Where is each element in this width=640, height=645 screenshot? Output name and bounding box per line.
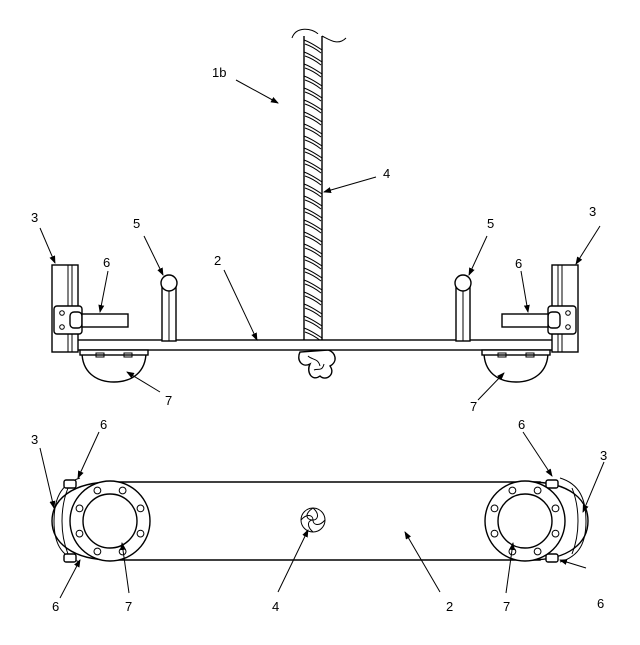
right-wheel-plan — [485, 481, 565, 561]
rope-knot-side — [299, 350, 335, 378]
label-frame-left-bottom: 3 — [31, 432, 38, 447]
label-wheel-left-top: 7 — [165, 393, 172, 408]
right-wheel-side — [482, 350, 550, 382]
label-wheel-right-bottom: 7 — [503, 599, 510, 614]
label-bar-top: 2 — [214, 253, 221, 268]
left-wheel-side — [80, 350, 148, 382]
label-bracket-left-bottom-top: 6 — [100, 417, 107, 432]
label-bracket-right-top: 6 — [515, 256, 522, 271]
label-bracket-right-bottom: 6 — [597, 596, 604, 611]
label-frame-right-top: 3 — [589, 204, 596, 219]
left-post — [161, 275, 177, 341]
label-post-right: 5 — [487, 216, 494, 231]
label-knot-bottom: 4 — [272, 599, 279, 614]
label-bar-bottom: 2 — [446, 599, 453, 614]
rope — [304, 34, 322, 344]
label-rope: 4 — [383, 166, 390, 181]
label-post-left: 5 — [133, 216, 140, 231]
left-wheel-plan — [70, 481, 150, 561]
label-bracket-left-bottom: 6 — [52, 599, 59, 614]
label-wheel-left-bottom: 7 — [125, 599, 132, 614]
label-wheel-right-top: 7 — [470, 399, 477, 414]
right-post — [455, 275, 471, 341]
label-frame-right-bottom: 3 — [600, 448, 607, 463]
label-bracket-right-bottom-top: 6 — [518, 417, 525, 432]
right-bracket-side — [502, 306, 576, 334]
label-frame-left-top: 3 — [31, 210, 38, 225]
main-bar-side — [70, 340, 560, 350]
label-bracket-left-top: 6 — [103, 255, 110, 270]
left-bracket-side — [54, 306, 128, 334]
label-1b: 1b — [212, 65, 226, 80]
